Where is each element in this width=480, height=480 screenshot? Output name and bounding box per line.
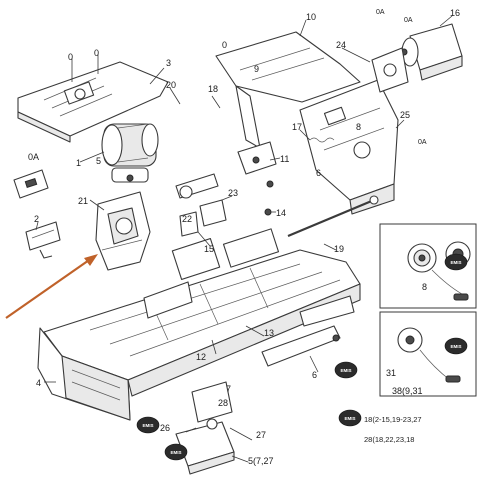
svg-text:EMIS: EMIS [340,368,351,373]
emis-badge: EMIS [444,253,468,271]
callout-2: 2 [34,214,39,224]
callout-15: 15 [204,244,214,254]
emis-badge: EMIS [164,443,188,461]
part-spring [309,137,335,143]
callout-17: 17 [292,122,302,132]
svg-text:EMIS: EMIS [170,450,181,455]
callout-16: 16 [450,8,460,18]
callout-6-upper: 6 [316,168,321,178]
callout-0-b: 0 [68,52,73,62]
detail-inset-2 [379,311,477,397]
part-side-wall [299,79,399,215]
part-long-shaft [287,195,379,238]
callout-18: 18 [208,84,218,94]
callout-12: 12 [196,352,206,362]
detail-label-8: 8 [422,282,427,292]
svg-text:EMIS: EMIS [450,344,461,349]
callout-3: 3 [166,58,171,68]
callout-4: 4 [36,378,41,388]
svg-text:EMIS: EMIS [142,423,153,428]
callout-5-27: 5(7,27 [248,456,274,466]
emis-badge: EMIS [136,416,160,434]
callout-0-c: 0 [222,40,227,50]
reference-note-2: 28(18,22,23,18 [364,435,414,444]
reference-note-1: 18(2-15,19-23,27 [364,415,422,424]
pointer-arrow [5,254,98,319]
callout-20: 20 [166,80,176,90]
callout-10: 10 [306,12,316,22]
part-top-motor [371,23,463,93]
part-bottom-bracket [175,381,235,475]
part-bracket-11 [237,141,277,175]
part-gear-links [175,173,274,237]
callout-1: 1 [76,158,81,168]
part-front-panel [37,327,131,421]
part-motor-assembly [101,123,159,183]
svg-text:EMIS: EMIS [344,416,355,421]
svg-text:EMIS: EMIS [450,260,461,265]
callout-13: 13 [264,328,274,338]
callout-26: 26 [160,423,170,433]
callout-21: 21 [78,196,88,206]
callout-5: 5 [96,156,101,166]
callout-23: 23 [228,188,238,198]
leader-lines [35,15,453,463]
callout-19: 19 [334,244,344,254]
callout-0-a: 0 [94,48,99,58]
callout-6: 6 [312,370,317,380]
part-top-plate [17,61,169,143]
part-lever-arm [261,295,355,367]
callout-9: 9 [254,64,259,74]
detail-label-31: 31 [386,368,396,378]
emis-badge: EMIS [334,361,358,379]
callout-0a-right: 0A [418,139,427,146]
part-right-frame [215,31,361,149]
callout-0a-top: 0A [376,9,385,16]
part-gear-bracket [95,191,151,271]
callout-25: 25 [400,110,410,120]
emis-badge: EMIS [338,409,362,427]
callout-7: 7 [226,384,231,394]
part-clip [25,221,61,259]
callout-8: 8 [356,122,361,132]
emis-badge: EMIS [444,337,468,355]
part-small-bracket [13,169,49,199]
callout-0a-top2: 0A [404,17,413,24]
detail-footer: 38(9,31 [392,386,423,396]
callout-28: 28 [218,398,228,408]
callout-27: 27 [256,430,266,440]
callout-22: 22 [182,214,192,224]
callout-24: 24 [336,40,346,50]
callout-11: 11 [280,154,289,164]
callout-0a-left: 0A [28,152,39,162]
callout-14: 14 [276,208,286,218]
